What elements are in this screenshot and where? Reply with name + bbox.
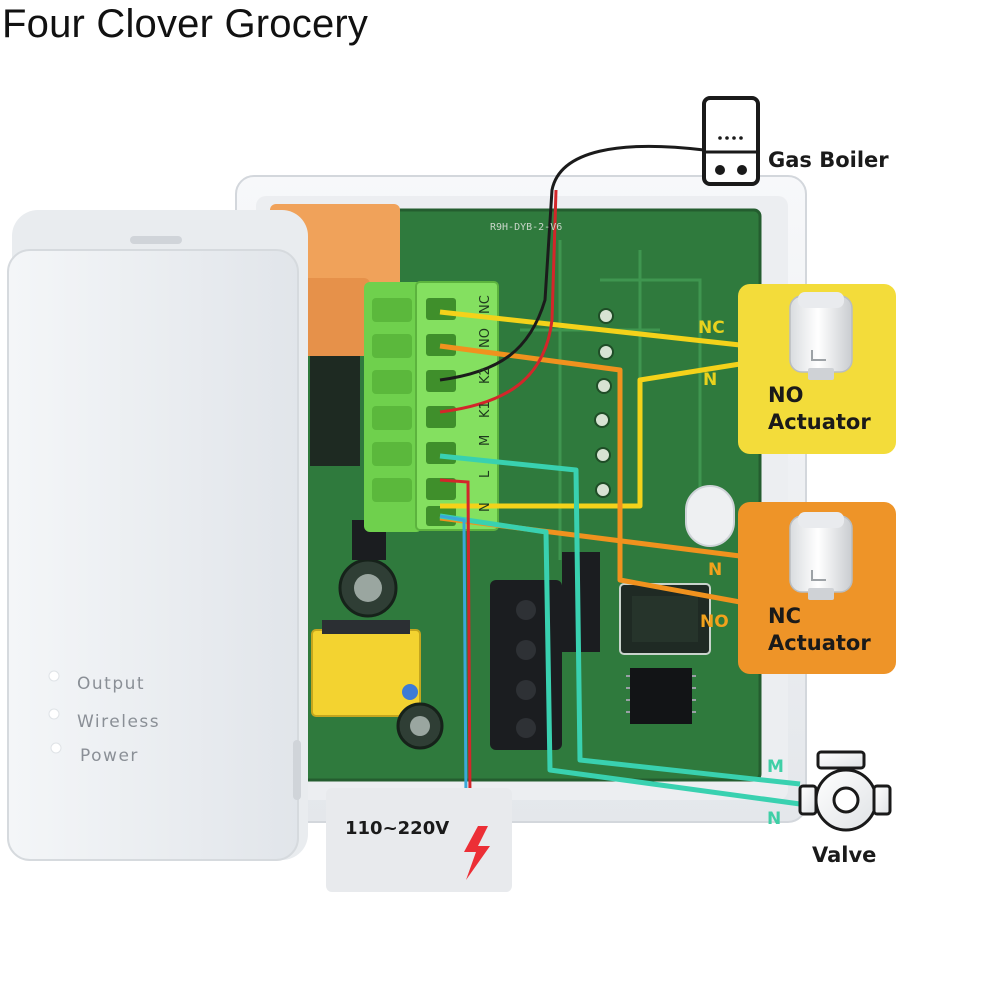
teal-wires bbox=[439, 453, 801, 807]
terminal-label-no: NO bbox=[478, 328, 493, 348]
wire-tag-nc-actuator-no: NO bbox=[700, 612, 729, 632]
terminal-label-n: N bbox=[478, 502, 493, 512]
terminal-label-k1: K1 bbox=[478, 401, 493, 418]
nc-actuator-panel bbox=[738, 502, 896, 674]
no-actuator-label-line1: NO bbox=[768, 383, 804, 407]
valve-icon bbox=[798, 750, 892, 832]
pcb-board bbox=[270, 204, 762, 782]
indicator-power-label: Power bbox=[80, 746, 139, 766]
wire-tag-valve-n: N bbox=[767, 809, 782, 829]
board-code: R9H-DYB-2-V6 bbox=[490, 222, 563, 233]
valve-label: Valve bbox=[812, 843, 877, 867]
nc-actuator-label-line2: Actuator bbox=[768, 631, 871, 655]
terminal-block bbox=[364, 281, 499, 532]
terminal-label-nc: NC bbox=[478, 295, 493, 314]
terminal-label-l: L bbox=[478, 470, 493, 478]
power-supply-label: 110~220V bbox=[345, 818, 450, 839]
indicator-wireless-label: Wireless bbox=[77, 712, 161, 732]
terminal-label-m: M bbox=[478, 434, 493, 446]
yellow-wires bbox=[439, 309, 741, 509]
wire-tag-nc-actuator-n: N bbox=[708, 560, 723, 580]
terminal-label-k2: K2 bbox=[478, 367, 493, 384]
power-supply-box bbox=[326, 788, 512, 892]
wire-tag-no-actuator-n: N bbox=[703, 370, 718, 390]
indicator-output-label: Output bbox=[77, 674, 146, 694]
no-actuator-panel bbox=[738, 284, 896, 454]
no-actuator-label-line2: Actuator bbox=[768, 410, 871, 434]
gas-boiler-icon bbox=[702, 96, 760, 186]
wire-tag-valve-m: M bbox=[767, 757, 784, 777]
indicator-dots bbox=[48, 670, 62, 754]
power-wires bbox=[439, 478, 472, 801]
wire-tag-no-actuator-nc: NC bbox=[698, 318, 725, 338]
nc-actuator-label-line1: NC bbox=[768, 604, 801, 628]
gas-boiler-label: Gas Boiler bbox=[768, 148, 889, 172]
boiler-wires bbox=[439, 144, 705, 414]
front-cover bbox=[7, 210, 308, 861]
store-title: Four Clover Grocery bbox=[2, 2, 369, 46]
